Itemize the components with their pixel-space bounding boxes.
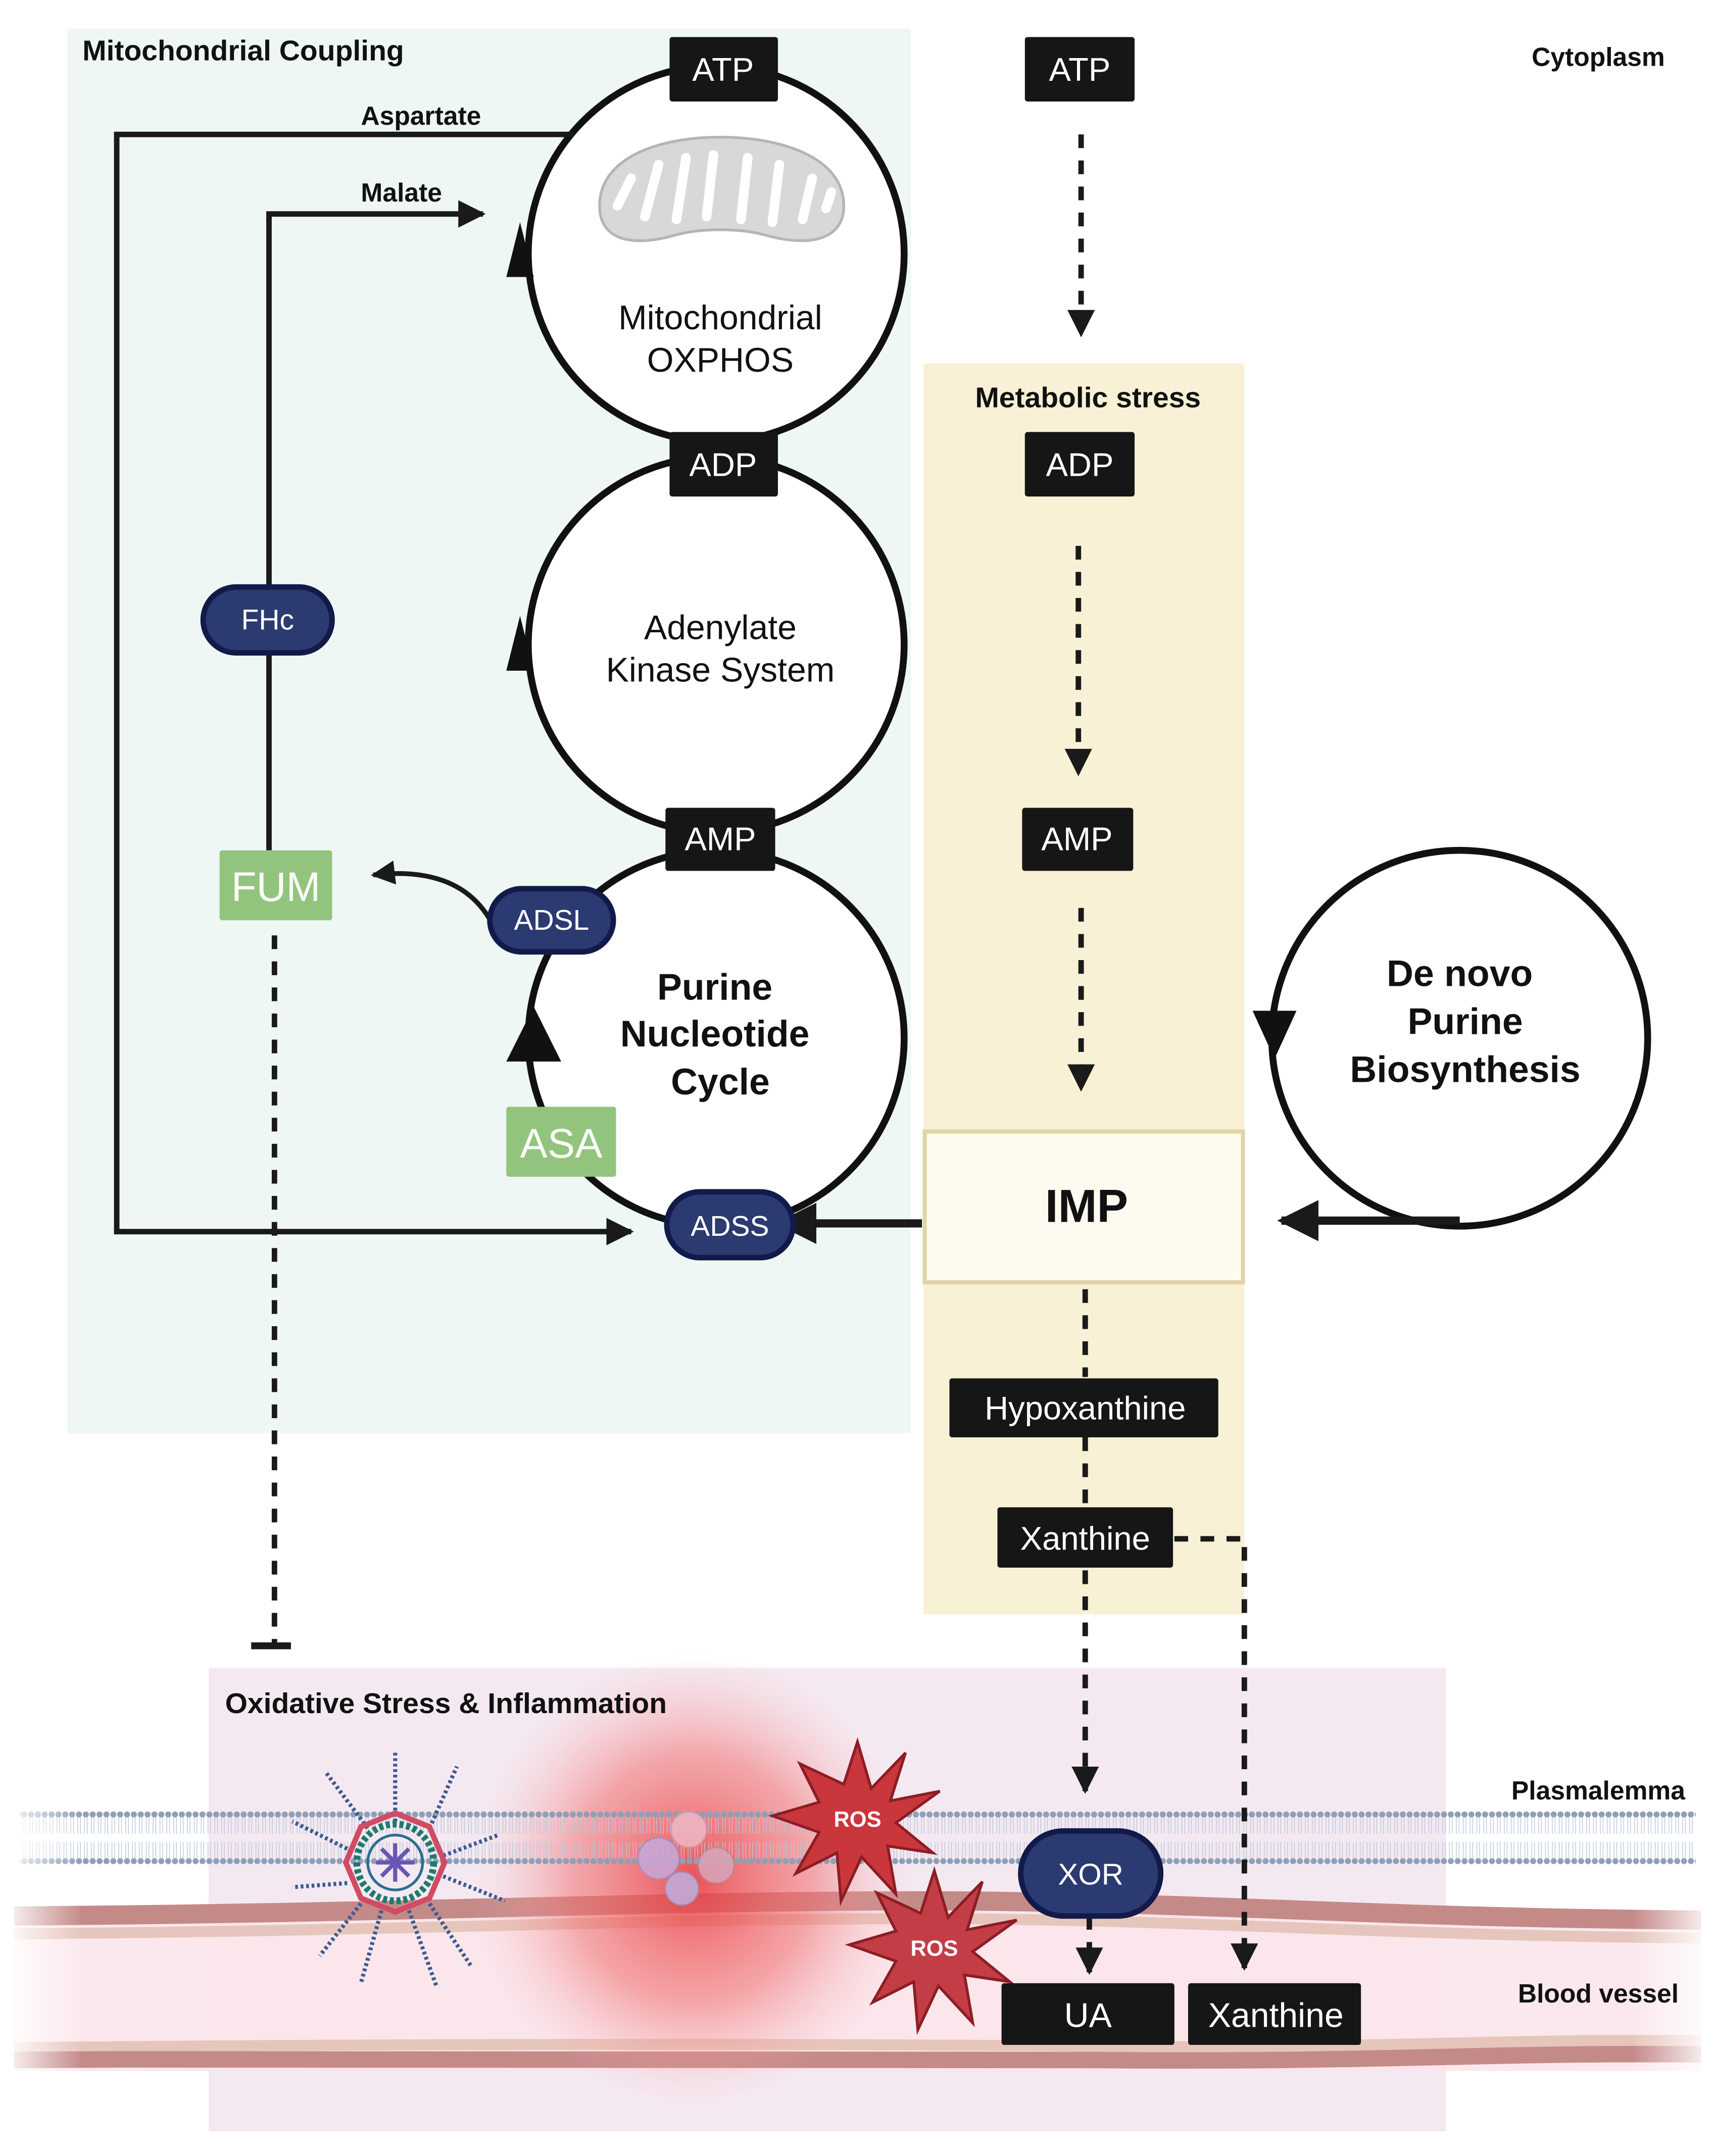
metabolite-atp-cycle-label: ATP — [692, 51, 754, 88]
ros-label-1: ROS — [834, 1808, 881, 1832]
metabolite-hypoxanthine: Hypoxanthine — [949, 1378, 1218, 1437]
enzyme-xor: XOR — [1018, 1828, 1164, 1919]
oxphos-label-2: OXPHOS — [647, 341, 794, 379]
metabolite-adp-cytoplasm-label: ADP — [1046, 446, 1113, 483]
metabolite-adp-cycle: ADP — [669, 432, 778, 497]
metabolite-xanthine-blood-label: Xanthine — [1208, 1997, 1344, 2035]
vessel-wall-lower — [14, 2045, 1701, 2069]
metabolite-imp-label: IMP — [1045, 1180, 1128, 1232]
metabolite-xanthine-label: Xanthine — [1020, 1520, 1150, 1557]
vessel-fade-right — [1632, 1892, 1715, 2085]
de-novo-label-1: De novo — [1387, 953, 1533, 994]
ros-label-2: ROS — [911, 1937, 958, 1961]
mito-coupling-title: Mitochondrial Coupling — [82, 34, 404, 67]
inflammatory-particle-icon — [291, 1752, 506, 1987]
metabolite-amp-cytoplasm-label: AMP — [1041, 821, 1112, 858]
aspartate-arrow — [114, 131, 634, 1245]
intermediate-asa-label: ASA — [520, 1121, 603, 1167]
oxphos-cycle — [524, 62, 908, 445]
metabolite-ua-label: UA — [1064, 1997, 1112, 2035]
metabolite-hypoxanthine-label: Hypoxanthine — [985, 1390, 1186, 1427]
adenylate-label-2: Kinase System — [606, 651, 835, 689]
enzyme-adsl-label: ADSL — [514, 904, 589, 936]
metabolite-atp-cytoplasm: ATP — [1024, 37, 1135, 102]
immune-cells-icon — [637, 1811, 735, 1906]
enzyme-adsl: ADSL — [487, 886, 616, 955]
ros-burst-2: ROS — [845, 1866, 1018, 2035]
metabolite-xanthine: Xanthine — [997, 1507, 1173, 1568]
intermediate-asa: ASA — [506, 1107, 616, 1177]
plasmalemma-label: Plasmalemma — [1511, 1776, 1686, 1805]
metabolite-xanthine-blood: Xanthine — [1188, 1983, 1361, 2045]
metabolite-adp-cytoplasm: ADP — [1024, 432, 1135, 497]
adenylate-label-1: Adenylate — [644, 609, 797, 646]
metabolite-imp: IMP — [922, 1129, 1245, 1285]
de-novo-label-3: Biosynthesis — [1350, 1049, 1580, 1090]
ros-burst-1: ROS — [768, 1737, 941, 1907]
oxphos-cycle-arrowhead — [506, 222, 534, 277]
metabolite-atp-cytoplasm-label: ATP — [1049, 51, 1110, 88]
pnc-cycle-arrowhead — [506, 1007, 561, 1062]
metabolite-atp-cycle: ATP — [669, 37, 778, 102]
enzyme-adss-label: ADSS — [691, 1210, 769, 1242]
enzyme-adss: ADSS — [664, 1189, 796, 1261]
cytoplasm-label: Cytoplasm — [1532, 42, 1665, 71]
metabolite-amp-cytoplasm: AMP — [1022, 808, 1134, 871]
metabolite-adp-cycle-label: ADP — [689, 446, 757, 483]
metabolite-amp-cycle-label: AMP — [684, 821, 756, 858]
intermediate-fum-label: FUM — [231, 864, 320, 910]
de-novo-label-2: Purine — [1407, 1001, 1523, 1042]
metabolite-ua: UA — [1001, 1983, 1174, 2045]
pnc-label-1: Purine — [657, 967, 772, 1008]
metabolic-stress-title: Metabolic stress — [975, 382, 1201, 414]
vessel-wall-lower-inner — [14, 2035, 1701, 2053]
aspartate-label: Aspartate — [361, 101, 481, 130]
vessel-fade-left — [0, 1796, 83, 2085]
de-novo-cycle-arrowhead — [1252, 1011, 1297, 1059]
adenylate-cycle-arrowhead — [506, 616, 534, 671]
malate-label: Malate — [361, 178, 442, 207]
enzyme-fhc-label: FHc — [241, 604, 295, 636]
adsl-to-fum-arrow — [371, 861, 497, 928]
pnc-label-2: Nucleotide — [620, 1013, 810, 1055]
mitochondrion-icon — [598, 135, 846, 242]
enzyme-fhc: FHc — [200, 584, 335, 656]
metabolite-amp-cycle: AMP — [665, 808, 775, 871]
blood-vessel-label: Blood vessel — [1518, 1979, 1679, 2008]
oxidative-stress-title: Oxidative Stress & Inflammation — [225, 1687, 667, 1720]
intermediate-fum: FUM — [219, 850, 332, 921]
oxphos-label-1: Mitochondrial — [618, 299, 822, 337]
pnc-label-3: Cycle — [671, 1061, 770, 1102]
enzyme-xor-label: XOR — [1058, 1857, 1123, 1891]
